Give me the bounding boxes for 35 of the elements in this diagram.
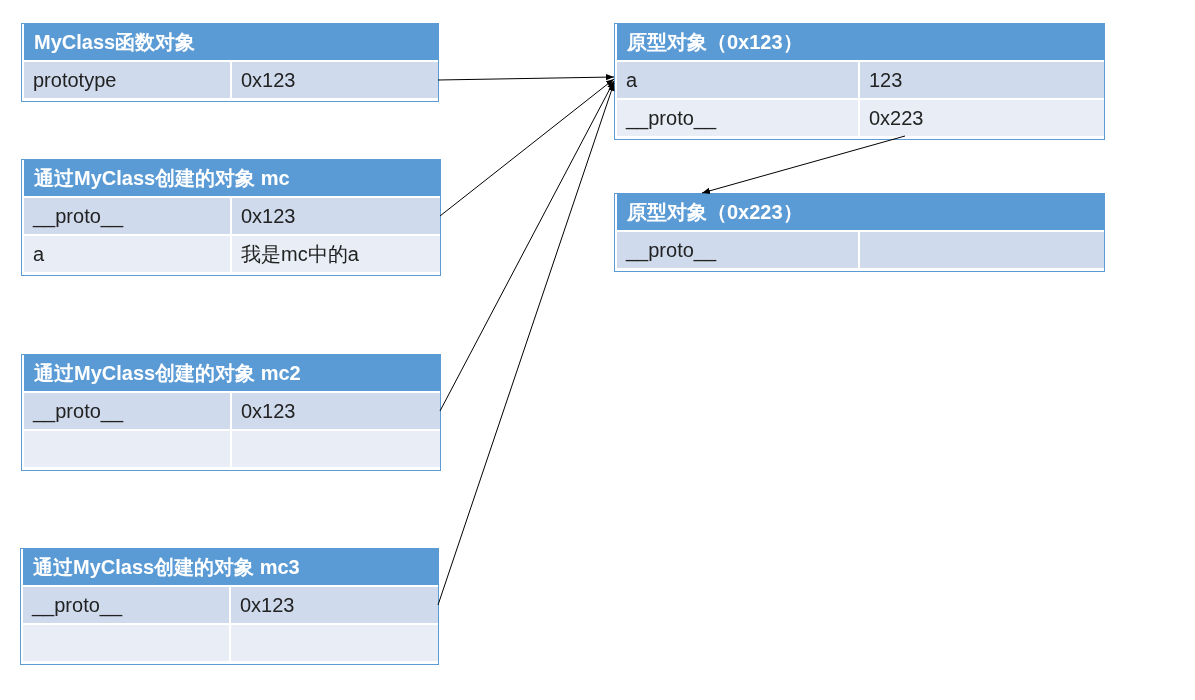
table-cell: __proto__ (23, 587, 229, 623)
empty-cell (232, 431, 440, 467)
table-header: 通过MyClass创建的对象 mc2 (24, 355, 440, 391)
table-header: 通过MyClass创建的对象 mc (24, 160, 440, 196)
table-cell: 我是mc中的a (232, 236, 440, 272)
table-cell: prototype (24, 62, 230, 98)
table-cell: 0x223 (860, 100, 1104, 136)
table-cell: __proto__ (617, 232, 858, 268)
data-table (614, 193, 1105, 272)
data-table (614, 23, 1105, 140)
arrow (439, 78, 615, 217)
table-cell: 0x123 (232, 198, 440, 234)
data-table (21, 23, 439, 102)
data-table (20, 548, 439, 665)
data-table (21, 159, 441, 276)
table-cell: 0x123 (232, 62, 438, 98)
table-header: MyClass函数对象 (24, 24, 438, 60)
empty-cell (860, 232, 1104, 268)
table-cell: __proto__ (24, 198, 230, 234)
table-cell: a (24, 236, 230, 272)
arrow (701, 135, 906, 194)
arrow (437, 82, 615, 606)
table-header: 通过MyClass创建的对象 mc3 (23, 549, 438, 585)
table-header: 原型对象（0x223） (617, 194, 1104, 230)
arrow (439, 80, 615, 412)
table-cell: __proto__ (24, 393, 230, 429)
table-cell: a (617, 62, 858, 98)
table-cell: 0x123 (231, 587, 438, 623)
data-table (21, 354, 441, 471)
empty-cell (231, 625, 438, 661)
table-cell: 0x123 (232, 393, 440, 429)
table-header: 原型对象（0x123） (617, 24, 1104, 60)
table-cell: __proto__ (617, 100, 858, 136)
table-cell: 123 (860, 62, 1104, 98)
arrow (437, 73, 615, 81)
